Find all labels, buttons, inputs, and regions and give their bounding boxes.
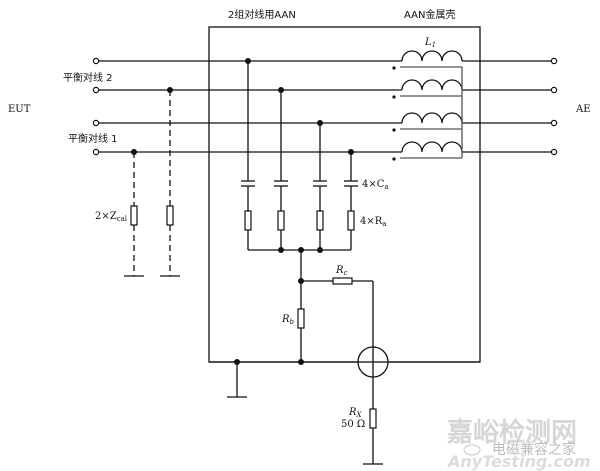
watermark: 嘉峪检测网 电磁兼容之家 AnyTesting.com — [446, 417, 591, 471]
ae-terminal-1 — [550, 57, 558, 65]
rb-label: Rb — [281, 314, 295, 326]
inductor-coil-3 — [401, 112, 463, 124]
polarity-dot-2 — [392, 95, 396, 99]
aan-enclosure — [208, 26, 481, 363]
eut-label: EUT — [8, 104, 31, 115]
rc-label: Rc — [335, 265, 348, 277]
resistor-rx — [369, 408, 377, 429]
capacitor-label: 4×Ca — [362, 179, 389, 191]
ground-symbol-box — [227, 362, 247, 398]
zcal-branches — [124, 87, 180, 277]
ae-terminal-3 — [550, 119, 558, 127]
ae-terminals — [550, 57, 558, 156]
wechat-icon — [463, 444, 481, 456]
inductor-coil-4 — [401, 141, 463, 153]
resistor-zcal-1 — [130, 205, 138, 226]
capacitor-resistor-branches — [241, 58, 358, 253]
inductor-coils — [392, 50, 463, 161]
signal-lines — [99, 60, 551, 153]
resistor-ra-4 — [347, 210, 355, 231]
current-probe-circle — [357, 346, 389, 378]
ae-terminal-4 — [550, 148, 558, 156]
resistor-rb — [297, 308, 305, 329]
watermark-line1: 嘉峪检测网 — [447, 417, 577, 448]
zcal-label: 2×Zcal — [95, 211, 128, 223]
pair1-label: 平衡对线 1 — [68, 132, 118, 145]
watermark-line2: 电磁兼容之家 — [492, 441, 576, 458]
rx-label: RX — [348, 407, 363, 419]
resistor-rc — [332, 277, 353, 285]
inductor-coil-2 — [401, 79, 463, 91]
polarity-dot-3 — [392, 128, 396, 132]
resistor-ra-2 — [277, 210, 285, 231]
eut-terminals — [92, 57, 100, 156]
pair2-label: 平衡对线 2 — [63, 71, 113, 84]
resistor-ra-1 — [244, 210, 252, 231]
watermark-line3: AnyTesting.com — [446, 452, 591, 471]
metal-shell-title: AAN金属壳 — [404, 8, 455, 21]
polarity-dot-4 — [392, 157, 396, 161]
ae-terminal-2 — [550, 86, 558, 94]
eut-terminal-1 — [92, 57, 100, 65]
ae-label: AE — [575, 104, 591, 115]
resistor-ra-3 — [316, 210, 324, 231]
rx-value: 50 Ω — [341, 419, 365, 430]
inductor-label: L1 — [424, 37, 436, 49]
resistor-ra-label: 4×Ra — [360, 216, 386, 228]
eut-terminal-2 — [92, 86, 100, 94]
rb-rc-network — [209, 250, 480, 464]
eut-terminal-4 — [92, 148, 100, 156]
resistor-zcal-2 — [166, 205, 174, 226]
aan-title: 2组对线用AAN — [228, 8, 296, 21]
inductor-coil-1 — [401, 50, 463, 62]
polarity-dot-1 — [392, 66, 396, 70]
eut-terminal-3 — [92, 119, 100, 127]
